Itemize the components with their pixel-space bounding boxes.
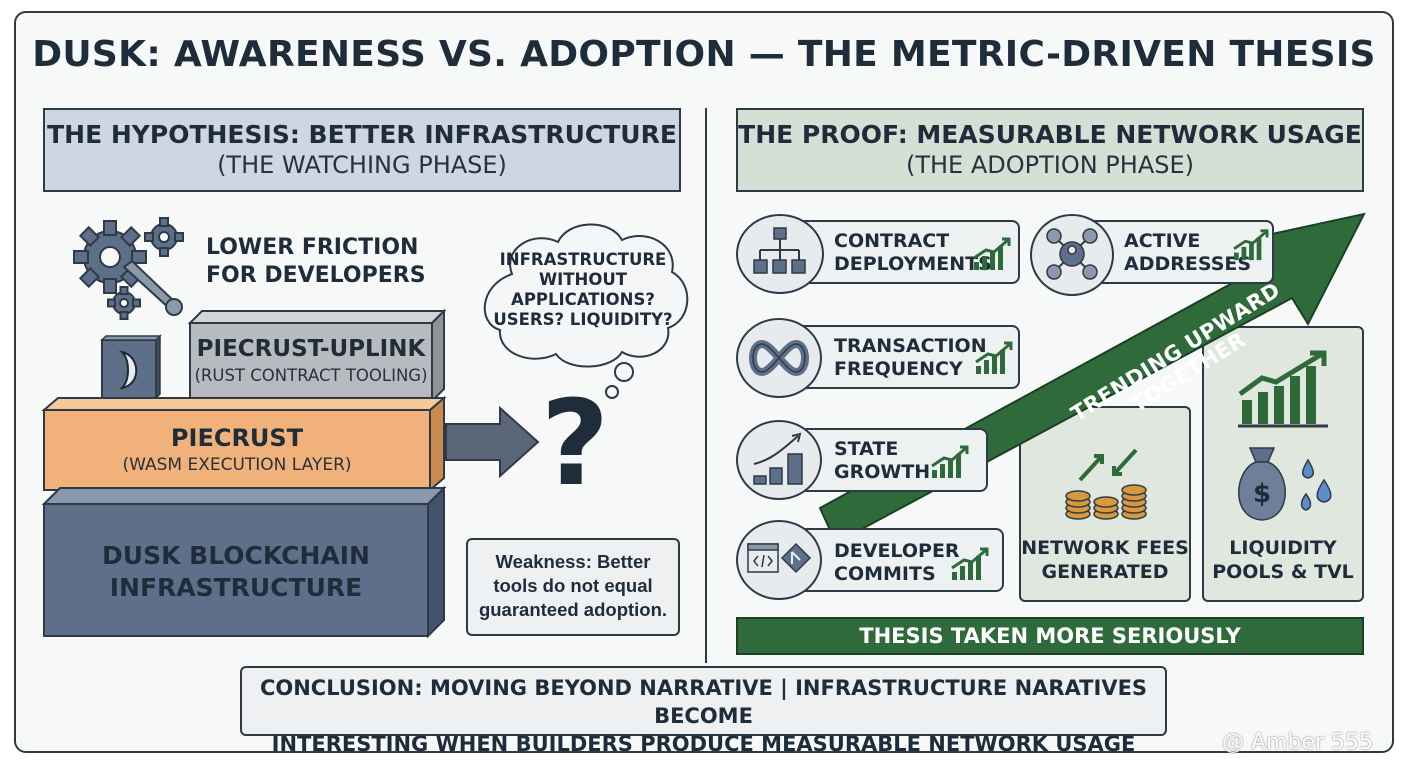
gears-wrench-icon [73,217,184,320]
active-line-2: ADDRESSES [1124,253,1252,275]
money-bag-icon: $ [1238,447,1332,521]
bar-chart-up-icon [1238,350,1328,428]
piecrust-title: PIECRUST [170,424,304,452]
hypothesis-header: THE HYPOTHESIS: BETTER INFRASTRUCTURE (T… [43,108,681,192]
thought-line-1: INFRASTRUCTURE [499,250,667,269]
friction-line-1: LOWER FRICTION [206,235,419,260]
friction-label: LOWER FRICTION FOR DEVELOPERS [206,234,426,290]
dusk-blockchain-block [41,485,447,639]
proof-subheading: (THE ADOPTION PHASE) [905,151,1195,179]
fees-line-2: GENERATED [1041,561,1169,583]
thesis-bar: THESIS TAKEN MORE SERIOUSLY [736,617,1364,655]
page-title: DUSK: AWARENESS VS. ADOPTION — THE METRI… [32,34,1376,75]
friction-line-2: FOR DEVELOPERS [206,263,426,288]
thought-line-3: APPLICATIONS? [511,290,655,309]
growth-bars-icon-circle [736,420,822,500]
trend-up-icon [1233,229,1269,261]
liquidity-box [1202,326,1364,602]
piecrust-block [41,395,447,493]
network-users-icon [1046,228,1098,280]
hypothesis-heading: THE HYPOTHESIS: BETTER INFRASTRUCTURE [47,120,677,149]
weakness-line-3: guaranteed adoption. [478,599,668,620]
weakness-box: Weakness: Better tools do not equal guar… [466,538,680,636]
thought-line-4: USERS? LIQUIDITY? [493,310,673,329]
watermark: @ Amber 555 [1222,730,1374,755]
svg-text:$: $ [1253,479,1271,509]
proof-header: THE PROOF: MEASURABLE NETWORK USAGE (THE… [736,108,1364,192]
dusk-line-2: INFRASTRUCTURE [109,573,363,602]
liquidity-line-1: LIQUIDITY [1229,537,1337,559]
piecrust-uplink-title: PIECRUST-UPLINK [196,336,426,362]
transaction-line-1: TRANSACTION [834,335,987,357]
metric-label-active-addresses: ACTIVE ADDRESSES [1124,230,1251,276]
proof-heading: THE PROOF: MEASURABLE NETWORK USAGE [738,120,1362,149]
conclusion-line-1: CONCLUSION: MOVING BEYOND NARRATIVE | IN… [259,676,1148,728]
active-line-1: ACTIVE [1124,230,1201,252]
liquidity-line-2: POOLS & TVL [1212,561,1354,583]
cycle-icon [749,339,809,377]
coins-exchange-icon [1065,448,1147,520]
metric-label-transaction-frequency: TRANSACTION FREQUENCY [834,335,987,381]
piecrust-subtitle: (WASM EXECUTION LAYER) [122,455,352,475]
trend-up-icon [951,547,989,580]
liquidity-label: LIQUIDITY POOLS & TVL [1204,536,1362,584]
transaction-line-2: FREQUENCY [834,358,963,380]
contract-deploy-icon [753,227,806,274]
metric-label-developer-commits: DEVELOPER COMMITS [834,540,960,586]
trend-up-icon [975,341,1013,374]
code-commit-icon [747,542,812,574]
growth-bars-icon [753,432,803,485]
dusk-line-1: DUSK BLOCKCHAIN [102,541,370,570]
weakness-line-2: tools do not equal [493,575,653,596]
thought-line-2: WITHOUT [538,270,628,289]
network-fees-label: NETWORK FEES GENERATED [1021,536,1189,584]
state-line-2: GROWTH [834,461,931,483]
question-mark-icon: ? [540,374,610,512]
developer-line-1: DEVELOPER [834,540,960,562]
center-divider [705,108,707,663]
metric-label-state-growth: STATE GROWTH [834,438,930,484]
contract-line-2: DEPLOYMENTS [834,253,992,275]
dusk-logo-icon [100,334,162,400]
state-line-1: STATE [834,438,899,460]
trend-up-icon [973,237,1011,270]
contract-line-1: CONTRACT [834,230,950,252]
right-arrow-icon [445,405,540,479]
conclusion-line-2: INTERESTING WHEN BUILDERS PRODUCE MEASUR… [271,732,1136,756]
hypothesis-subheading: (THE WATCHING PHASE) [217,151,507,179]
piecrust-uplink-subtitle: (RUST CONTRACT TOOLING) [194,366,428,385]
trend-up-icon [931,445,969,478]
fees-line-1: NETWORK FEES [1021,537,1189,559]
dusk-blockchain-label: DUSK BLOCKCHAIN INFRASTRUCTURE [44,540,428,604]
weakness-line-1: Weakness: Better [495,551,651,572]
piecrust-uplink-block [187,308,447,404]
conclusion-box: CONCLUSION: MOVING BEYOND NARRATIVE | IN… [240,666,1167,756]
metric-label-contract-deployments: CONTRACT DEPLOYMENTS [834,230,992,276]
thought-text: INFRASTRUCTURE WITHOUT APPLICATIONS? USE… [480,250,686,330]
developer-line-2: COMMITS [834,563,936,585]
thought-cloud [483,223,689,399]
